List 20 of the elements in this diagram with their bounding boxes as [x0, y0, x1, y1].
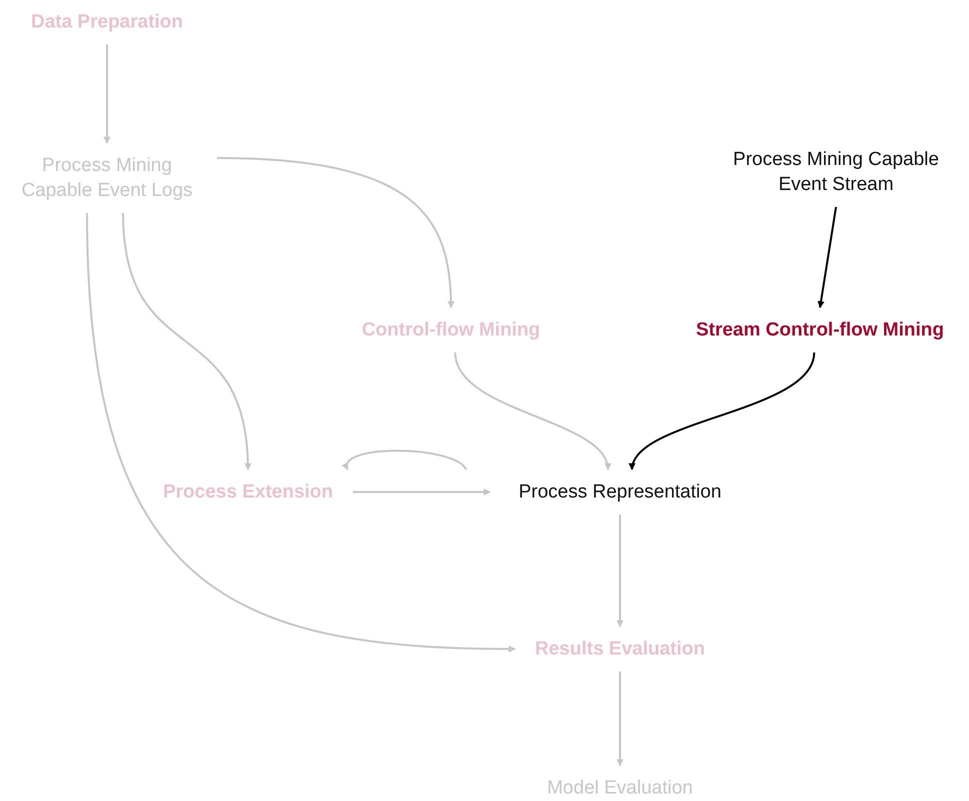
- arrow: [122, 212, 252, 470]
- arrow: [818, 206, 837, 308]
- node-label: Process Representation: [518, 480, 722, 504]
- node-label: Stream Control-flow Mining: [694, 318, 946, 342]
- arrow: [104, 44, 110, 144]
- node-label: Model Evaluation: [546, 776, 694, 800]
- node-label: Process Extension: [162, 480, 334, 504]
- arrow: [86, 212, 516, 652]
- node-label: Results Evaluation: [534, 638, 706, 662]
- arrow: [454, 352, 610, 470]
- node-label: Process Mining Capable Event Stream: [732, 148, 940, 197]
- arrow: [616, 672, 624, 766]
- arrow: [353, 488, 491, 496]
- arrow: [630, 352, 816, 470]
- node-label: Data Preparation: [30, 10, 184, 34]
- arrow: [616, 514, 624, 628]
- node-label: Control-flow Mining: [360, 318, 542, 342]
- arrow: [343, 450, 467, 470]
- arrow: [216, 157, 454, 308]
- node-label: Process Mining Capable Event Logs: [20, 154, 194, 203]
